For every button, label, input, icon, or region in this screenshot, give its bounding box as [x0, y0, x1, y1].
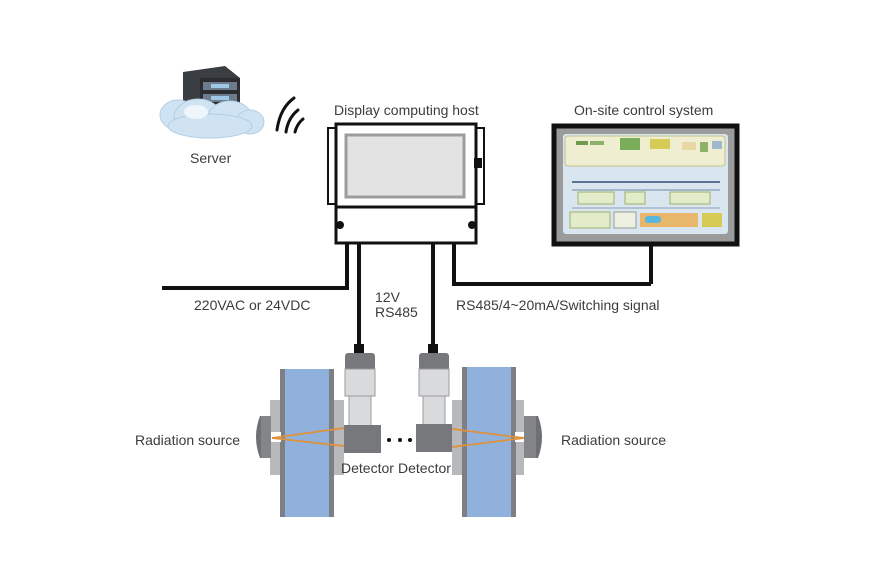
detector-right: [416, 344, 452, 452]
display-host-label: Display computing host: [334, 102, 479, 118]
wireless-signal-icon: [275, 96, 305, 134]
detector-bus-label: 12V RS485: [375, 290, 418, 320]
server-icon: [159, 66, 265, 139]
radiation-source-left-label: Radiation source: [135, 432, 241, 448]
control-signal-label: RS485/4~20mA/Switching signal: [456, 297, 660, 313]
detector-right-label: Detector: [398, 460, 451, 476]
control-system-monitor: [551, 123, 740, 284]
display-host-device: [327, 122, 485, 245]
control-signal-cable: [452, 243, 651, 286]
beam-left: [271, 427, 345, 447]
radiation-source-right: [515, 416, 542, 458]
server-label: Server: [190, 150, 232, 166]
ellipsis-dots: [387, 438, 412, 442]
cables: [162, 243, 651, 346]
power-cable: [162, 243, 349, 290]
power-label: 220VAC or 24VDC: [194, 297, 311, 313]
detector-left-label: Detector: [341, 460, 394, 476]
detector-left: [344, 344, 381, 453]
vessel-left: [270, 369, 344, 517]
control-system-label: On-site control system: [574, 102, 714, 118]
detector-bus-protocol: RS485: [375, 304, 418, 320]
radiation-source-right-label: Radiation source: [561, 432, 667, 448]
detector-bus-voltage: 12V: [375, 289, 400, 305]
beam-right: [451, 428, 525, 448]
